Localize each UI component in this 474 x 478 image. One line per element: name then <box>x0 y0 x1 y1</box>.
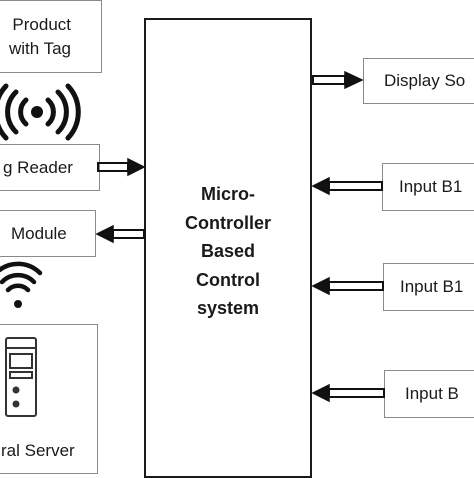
communication-module-box: Module <box>0 210 96 257</box>
arrow-controller-to-display <box>312 70 364 90</box>
microcontroller-line-3: Based <box>200 241 256 261</box>
microcontroller-label: Micro- Controller Based Control system <box>146 180 310 323</box>
input-3-label: Input B <box>405 384 459 403</box>
arrow-input1-to-controller <box>311 176 383 196</box>
tag-reader-box: g Reader <box>0 144 100 191</box>
input-button-3-box: Input B <box>384 370 474 418</box>
central-server-box: ral Server <box>0 324 98 474</box>
arrow-reader-to-controller <box>97 157 146 177</box>
input-button-1-box: Input B1 <box>382 163 474 211</box>
microcontroller-line-1: Micro- <box>201 184 255 204</box>
microcontroller-line-5: system <box>196 298 260 318</box>
arrow-input2-to-controller <box>311 276 384 296</box>
input-1-label: Input B1 <box>399 177 463 196</box>
product-label-line2: with Tag <box>8 38 71 58</box>
input-button-2-box: Input B1 <box>383 263 474 311</box>
microcontroller-line-2: Controller <box>184 212 271 233</box>
tag-reader-label: g Reader <box>3 157 73 177</box>
input-2-label: Input B1 <box>400 277 464 296</box>
microcontroller-box: Micro- Controller Based Control system <box>144 18 312 478</box>
product-with-tag-box: Product with Tag <box>0 0 102 73</box>
central-server-label: ral Server <box>1 441 75 460</box>
display-screen-box: Display So <box>363 58 474 104</box>
module-label: Module <box>11 223 67 243</box>
arrow-input3-to-controller <box>311 383 385 403</box>
display-label: Display So <box>384 71 466 90</box>
arrow-controller-to-module <box>95 224 145 244</box>
microcontroller-line-4: Control <box>196 269 260 290</box>
product-label-line1: Product <box>12 14 71 34</box>
